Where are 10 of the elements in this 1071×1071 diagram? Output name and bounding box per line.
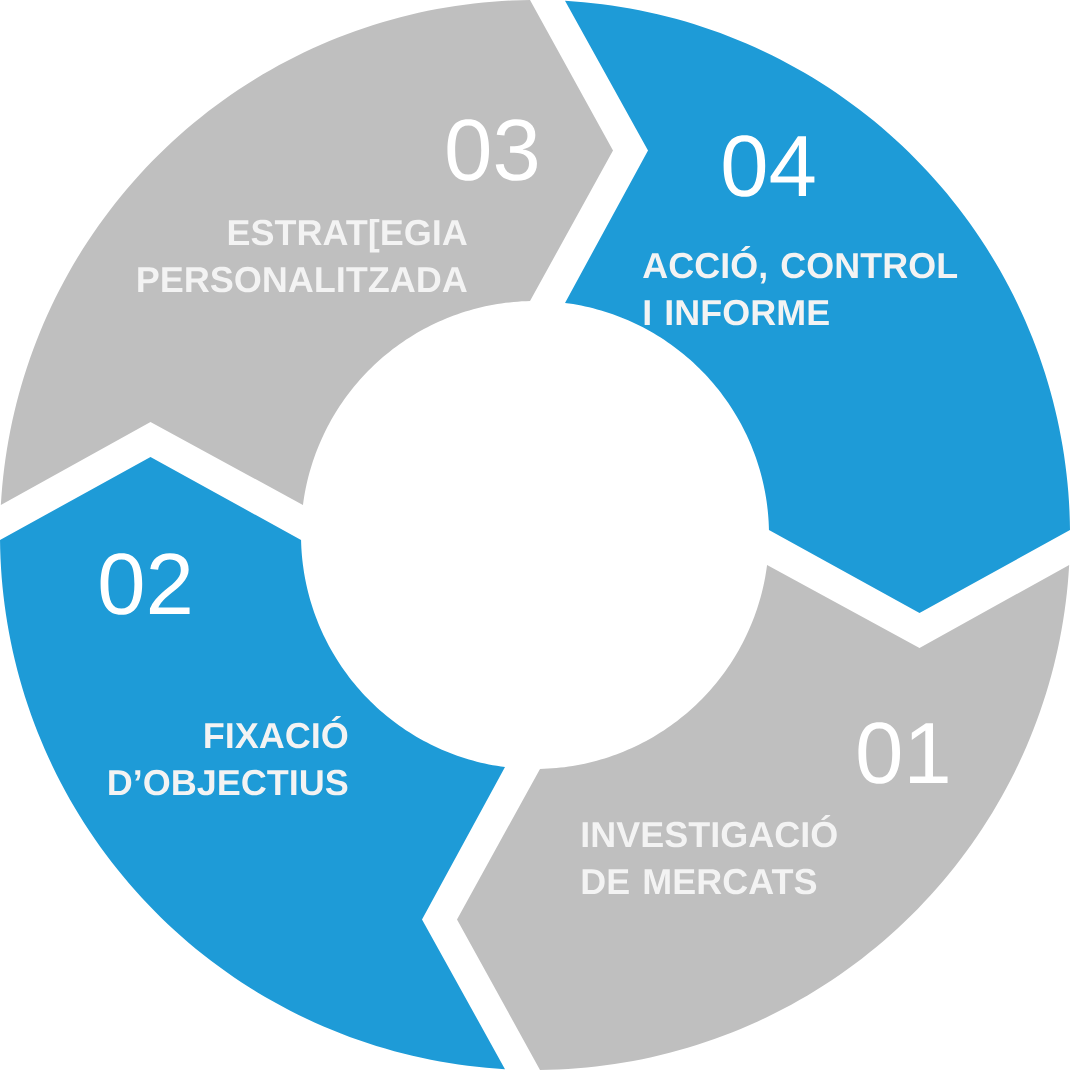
step-label: FIXACIÓ D’OBJECTIUS [109, 716, 348, 796]
ring-segment [0, 0, 613, 505]
ring-segment [457, 565, 1070, 1070]
step-number: 04 [723, 135, 815, 197]
step-number: 03 [447, 119, 537, 181]
ring-segment [0, 457, 505, 1070]
ring-segment [565, 0, 1070, 613]
step-number: 01 [858, 722, 948, 784]
step-number: 02 [100, 553, 190, 615]
step-label: ACCIÓ, CONTROL I INFORME [643, 246, 958, 326]
